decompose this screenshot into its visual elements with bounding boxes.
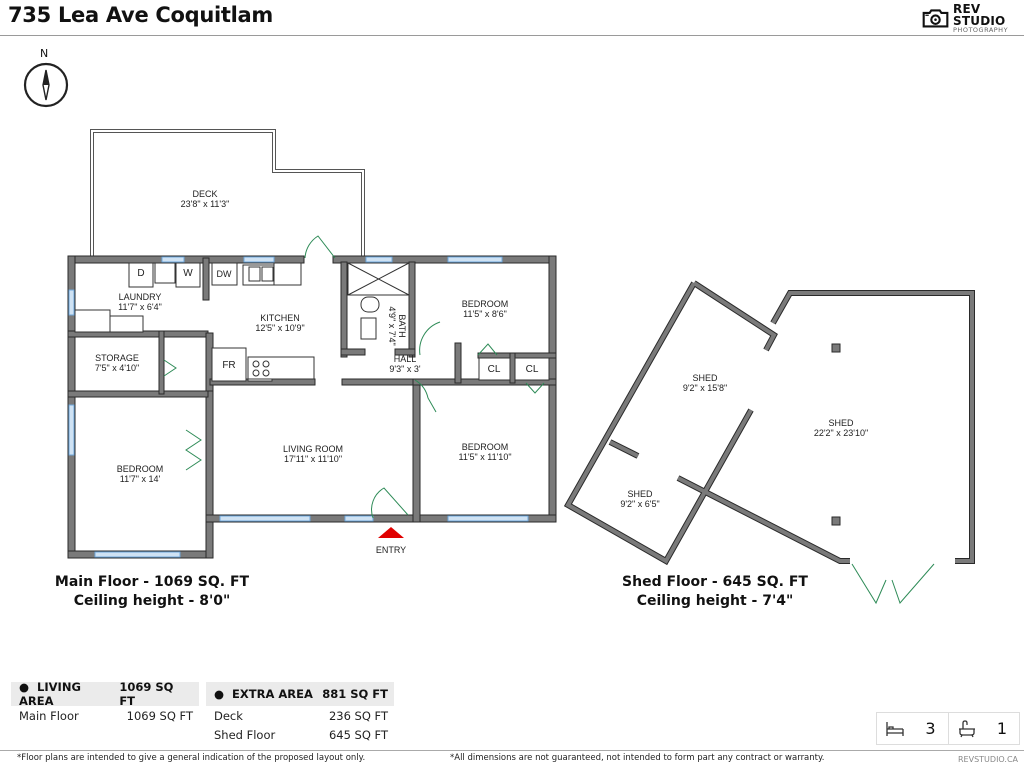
windows [68, 256, 529, 558]
camera-icon [922, 9, 949, 28]
deck-outline-inner [91, 130, 364, 258]
fridge-label: FR [222, 360, 236, 371]
disclaimer-left: *Floor plans are intended to give a gene… [17, 753, 366, 763]
fixtures [74, 262, 550, 382]
bathroom-count: 1 [947, 713, 1020, 744]
bathtub-icon [958, 719, 975, 737]
room-counts: 3 1 [876, 712, 1020, 745]
footer-divider [0, 750, 1024, 751]
page-title: 735 Lea Ave Coquitlam [8, 3, 274, 27]
header-divider [0, 35, 1024, 36]
main-floor-walls [67, 255, 557, 559]
compass-north-label: N [40, 47, 49, 60]
bedroom-count: 3 [877, 713, 948, 744]
dishwasher-label: DW [216, 269, 232, 279]
compass-icon [23, 62, 69, 108]
doors [163, 235, 935, 605]
north-compass: N [20, 47, 72, 109]
bed-icon [886, 721, 904, 736]
shed-walls [563, 280, 975, 566]
logo-main-text: REV STUDIO [953, 1, 1006, 28]
closet-label-2: CL [525, 364, 539, 375]
floor-plan-drawing [67, 129, 975, 605]
extra-area-header: ● EXTRA AREA 881 SQ FT [206, 682, 394, 706]
brand-logo: REV STUDIO PHOTOGRAPHY [922, 1, 1024, 34]
website-link[interactable]: REVSTUDIO.CA [958, 755, 1018, 764]
dryer-label: D [137, 268, 145, 279]
washer-label: W [183, 268, 193, 279]
closet-label-1: CL [487, 364, 501, 375]
living-area-header: ● LIVING AREA 1069 SQ FT [11, 680, 199, 708]
disclaimer-right: *All dimensions are not guaranteed, not … [450, 753, 825, 763]
entry-marker [378, 527, 404, 538]
entry-label: ENTRY [375, 545, 407, 555]
logo-sub-text: PHOTOGRAPHY [953, 25, 1009, 34]
